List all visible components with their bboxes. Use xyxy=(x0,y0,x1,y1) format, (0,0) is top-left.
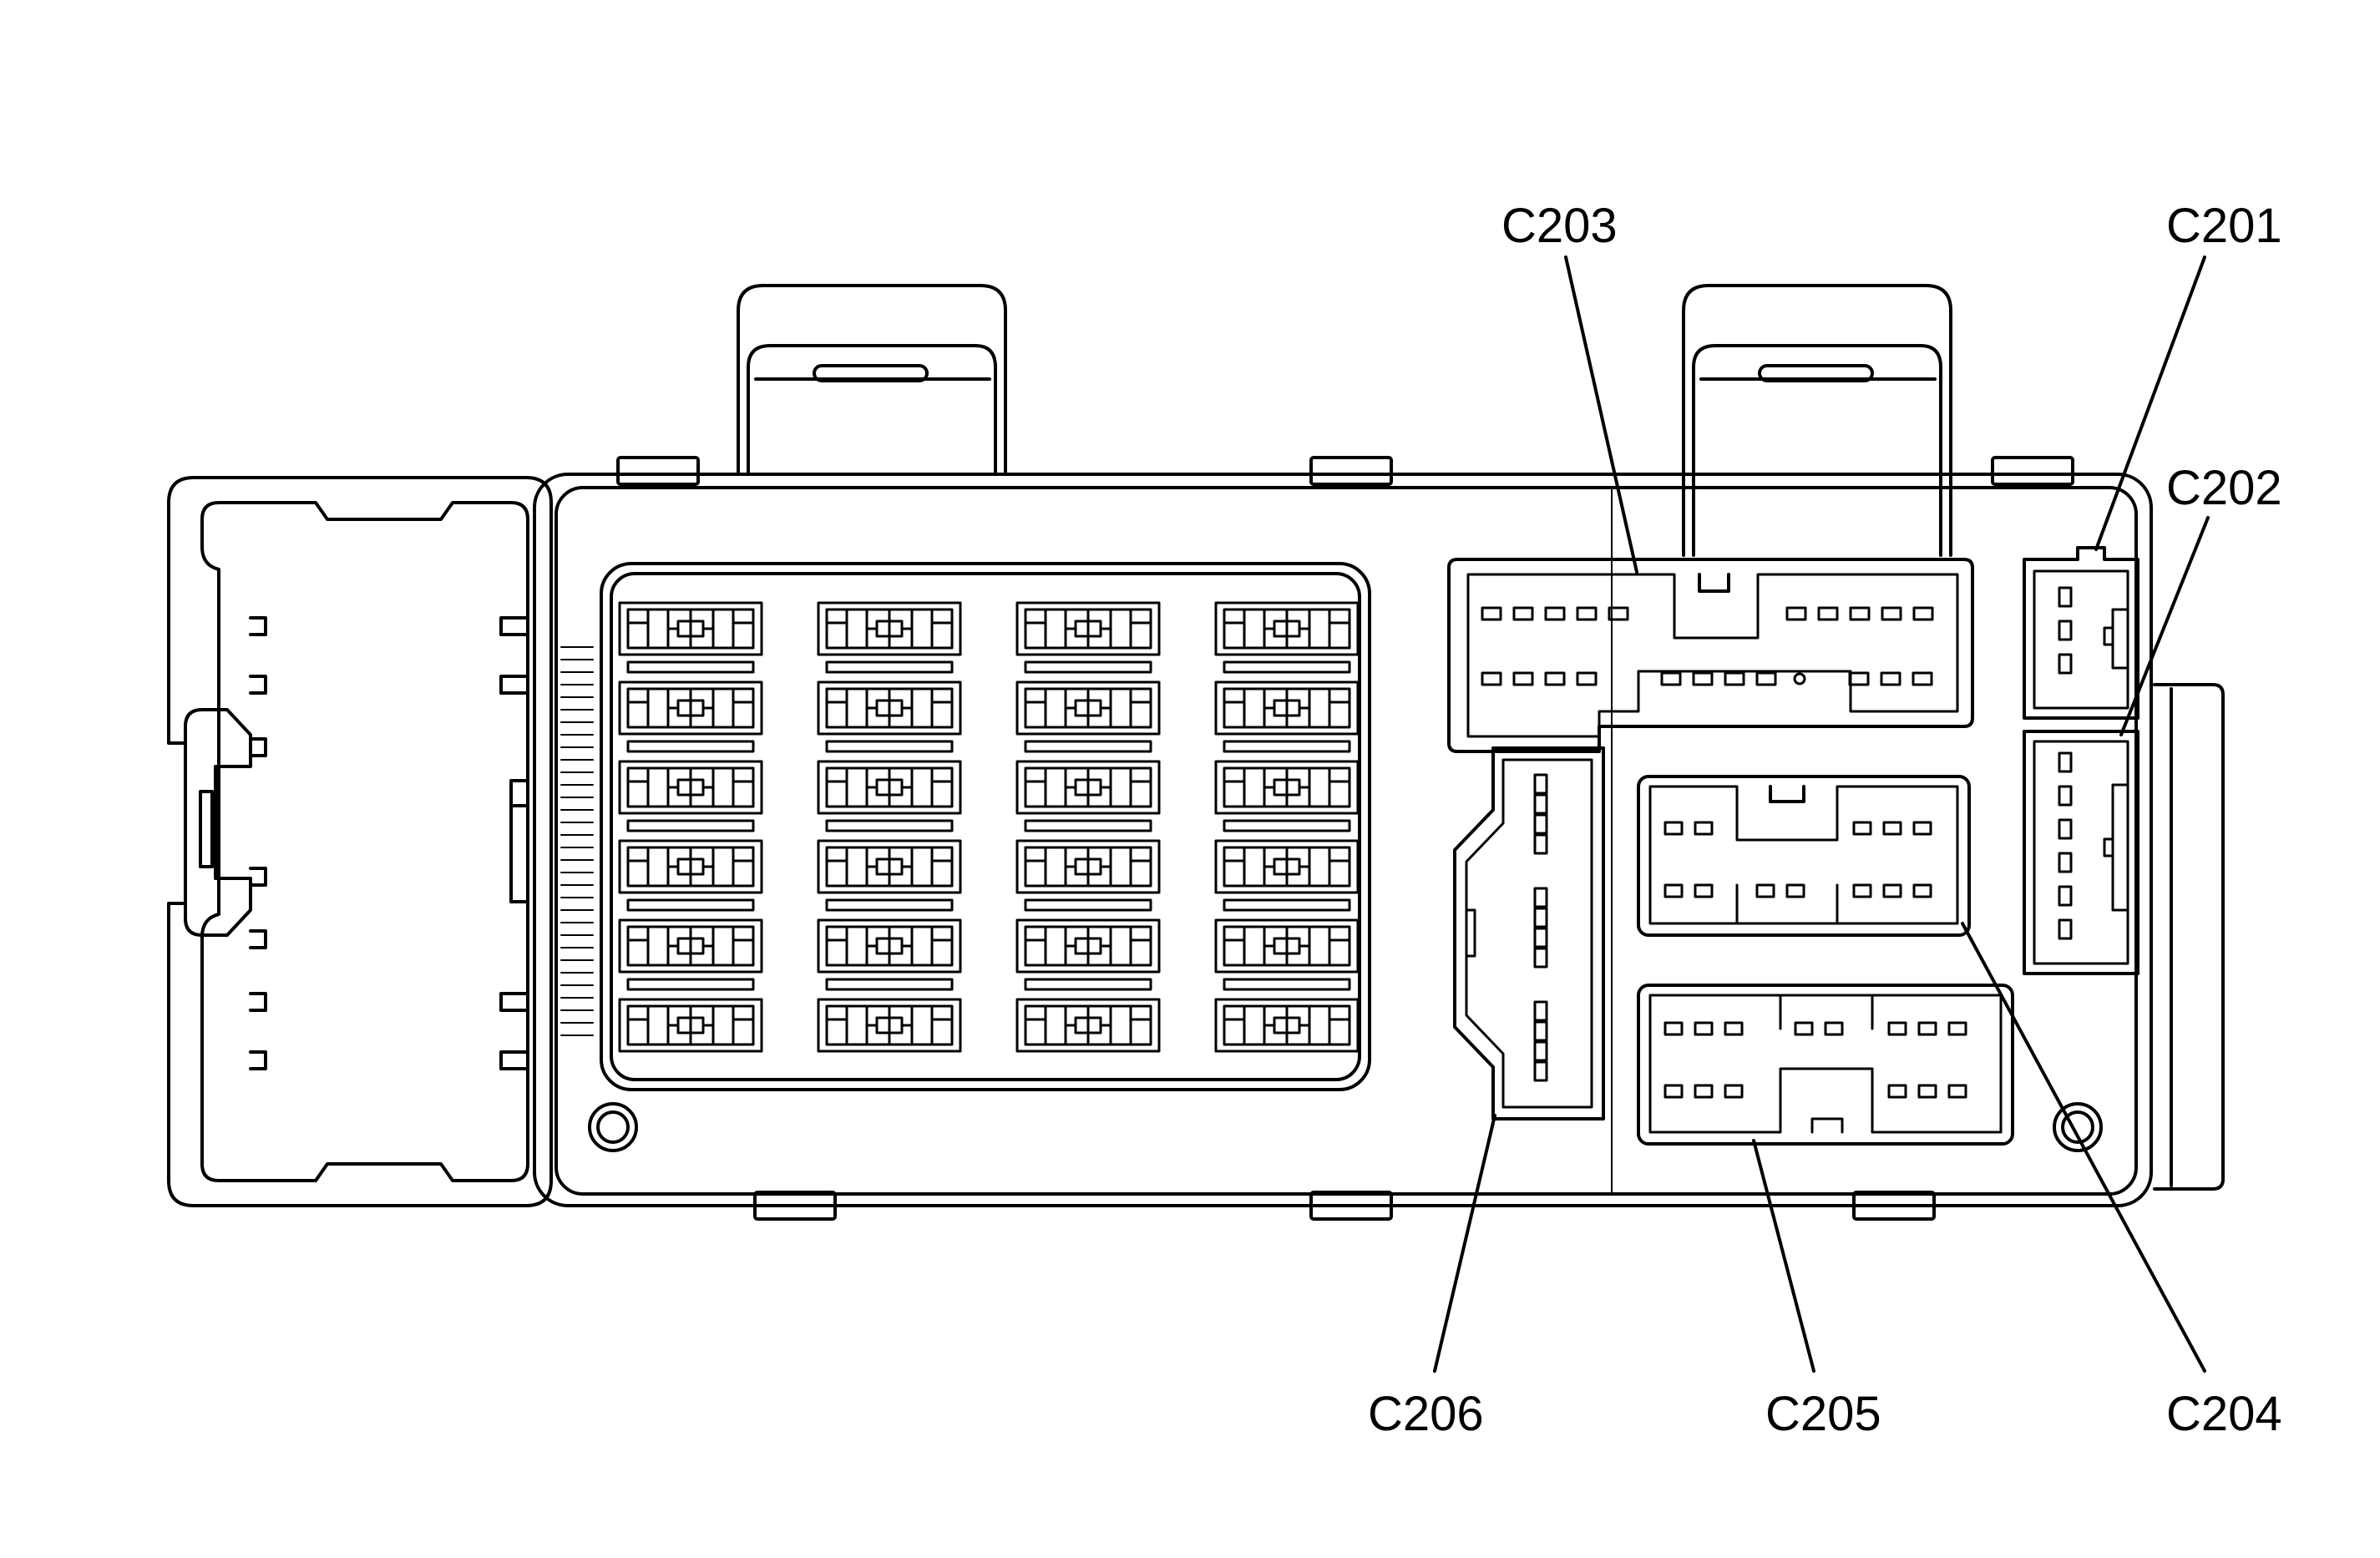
connector-c202 xyxy=(2023,730,2139,975)
label-c203: C203 xyxy=(1501,199,1618,253)
fuse-divider xyxy=(626,740,755,753)
leader-line-c204 xyxy=(1961,922,2206,1373)
leader-lines xyxy=(1433,255,2210,1373)
label-c206: C206 xyxy=(1368,1387,1484,1441)
fuse-panel xyxy=(600,562,1371,1091)
fuse-divider xyxy=(1223,819,1351,832)
fuse xyxy=(618,839,763,894)
fuse xyxy=(817,680,962,736)
left-end-connector xyxy=(167,476,553,1207)
fuse-divider xyxy=(1223,660,1351,674)
fuse-divider xyxy=(825,978,954,991)
fuse-divider xyxy=(1024,898,1152,912)
fuse xyxy=(817,601,962,656)
leader-line-c202 xyxy=(2119,516,2210,736)
fuse-divider xyxy=(825,660,954,674)
fuse-divider xyxy=(1223,898,1351,912)
fuse xyxy=(1214,998,1360,1053)
fuse-divider xyxy=(1024,819,1152,832)
leader-line-c201 xyxy=(2094,255,2206,551)
connector-c206 xyxy=(1453,746,1605,1120)
housing-clips xyxy=(616,456,2074,1221)
fuse-divider xyxy=(1024,660,1152,674)
leader-line-c205 xyxy=(1752,1139,1815,1373)
mounting-tab-right xyxy=(1682,284,1952,557)
connector-c205 xyxy=(1637,984,2014,1146)
connector-c201 xyxy=(2023,546,2139,720)
fuse xyxy=(1015,680,1161,736)
fuse-divider xyxy=(825,740,954,753)
fuse xyxy=(618,760,763,815)
fuse xyxy=(1015,760,1161,815)
fuse-grid xyxy=(618,601,1360,1053)
connector-c204 xyxy=(1637,775,1971,937)
fuse-divider xyxy=(825,819,954,832)
leader-line-c203 xyxy=(1564,255,1638,574)
fuse xyxy=(1214,760,1360,815)
fuse xyxy=(817,760,962,815)
fuse xyxy=(817,839,962,894)
mounting-tab-left xyxy=(737,284,1007,473)
fuse xyxy=(618,918,763,974)
label-c201: C201 xyxy=(2166,199,2282,253)
fuse xyxy=(1214,680,1360,736)
fuse xyxy=(1214,839,1360,894)
fuse-divider xyxy=(1024,978,1152,991)
fuse-divider xyxy=(825,898,954,912)
fuse-divider xyxy=(1223,740,1351,753)
fuse xyxy=(618,680,763,736)
fuse xyxy=(817,998,962,1053)
fuse xyxy=(817,918,962,974)
connector-c203 xyxy=(1447,558,1974,753)
fuse-divider xyxy=(1024,740,1152,753)
fuse xyxy=(1015,601,1161,656)
fuse-divider xyxy=(626,898,755,912)
label-c205: C205 xyxy=(1765,1387,1881,1441)
housing xyxy=(533,473,2225,1207)
label-c204: C204 xyxy=(2166,1387,2282,1441)
fuse xyxy=(618,601,763,656)
fuse xyxy=(1214,918,1360,974)
fuse-divider xyxy=(626,819,755,832)
label-c202: C202 xyxy=(2166,461,2282,515)
fuse xyxy=(1015,839,1161,894)
fuse xyxy=(1015,918,1161,974)
fuse-divider xyxy=(626,978,755,991)
leader-line-c206 xyxy=(1433,1114,1496,1373)
fuse xyxy=(1015,998,1161,1053)
fuse-divider xyxy=(1223,978,1351,991)
fuse-divider xyxy=(626,660,755,674)
fuse xyxy=(618,998,763,1053)
fuse xyxy=(1214,601,1360,656)
